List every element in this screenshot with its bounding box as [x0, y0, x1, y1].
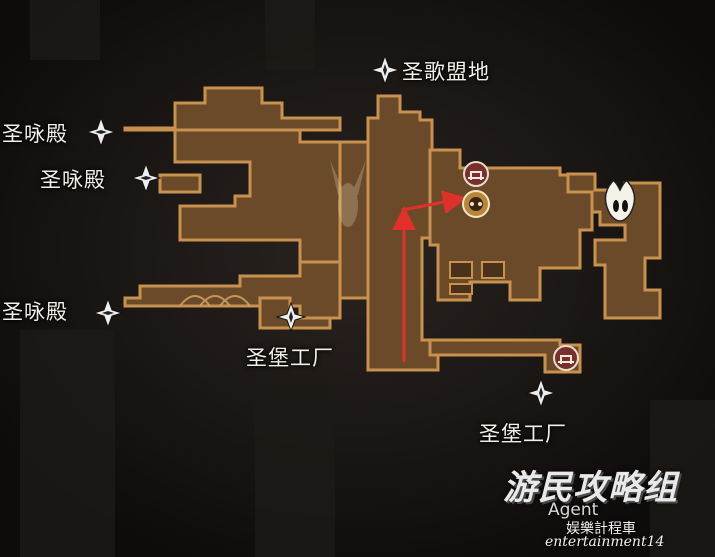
station-pin-icon	[462, 190, 490, 218]
watermark-ent-cn: 娱樂計程車	[566, 521, 636, 537]
route-arrows	[392, 190, 467, 362]
compass-star-icon	[526, 378, 556, 408]
label-bottom-mid-exit: 圣堡工厂	[246, 346, 334, 370]
label-top-exit: 圣歌盟地	[402, 60, 490, 84]
route-arrow-horizontal	[401, 190, 467, 215]
room-lower-center	[258, 296, 332, 330]
player-mask-icon	[604, 180, 636, 222]
map-rooms	[123, 86, 662, 374]
room-upper-left	[173, 128, 342, 264]
label-left-exit-2: 圣咏殿	[40, 168, 106, 192]
compass-star-icon	[370, 55, 400, 85]
arches-decor	[179, 295, 251, 307]
label-left-exit-3: 圣咏殿	[2, 300, 68, 324]
background-decor	[20, 0, 715, 557]
compass-star-icon	[276, 302, 306, 332]
room-bottom-corridor	[428, 338, 582, 374]
bench-icon	[553, 345, 579, 371]
compass-star-icon	[86, 117, 116, 147]
bench-icon	[463, 161, 489, 187]
compass-star-icon	[93, 298, 123, 328]
room-top-left-corridor	[123, 86, 342, 132]
label-left-exit-1: 圣咏殿	[2, 122, 68, 146]
watermark-agent: Agent	[548, 500, 599, 520]
room-left-mid-corridor	[158, 173, 202, 194]
label-bottom-right-exit: 圣堡工厂	[479, 422, 567, 446]
watermark-ent-en: entertainment14	[545, 534, 665, 550]
hornet-silhouette	[330, 160, 366, 227]
room-details	[449, 261, 505, 295]
compass-star-icon	[131, 163, 161, 193]
room-inner-left	[338, 140, 370, 300]
watermark-logo: 游民攻略组	[503, 468, 678, 508]
